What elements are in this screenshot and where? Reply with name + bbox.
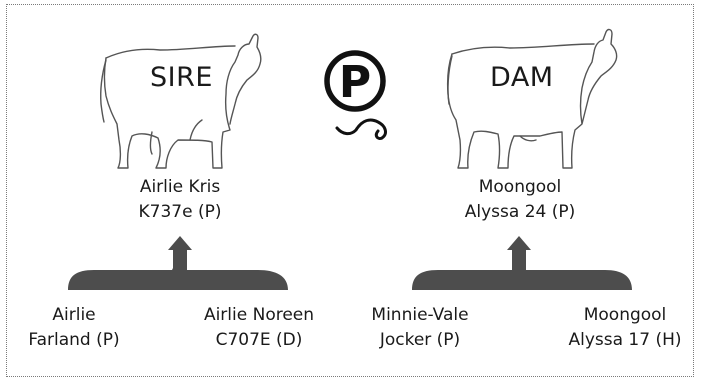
dam-parent-2-line2: Alyssa 17 (H)	[568, 330, 682, 350]
dam-parent-1-line1: Minnie-Vale	[371, 305, 469, 325]
sire-name: Airlie Kris K737e (P)	[100, 175, 260, 225]
dam-parent-2: Moongool Alyssa 17 (H)	[558, 303, 692, 353]
dam-heading: DAM	[490, 62, 554, 93]
sire-bracket-arrow	[68, 236, 288, 290]
dam-bracket-arrow	[412, 236, 632, 290]
sire-parent-2-line2: C707E (D)	[215, 330, 303, 350]
sire-parent-1: Airlie Farland (P)	[14, 303, 134, 353]
cow-outline-icon	[446, 28, 618, 169]
sire-parent-1-line2: Farland (P)	[28, 330, 120, 350]
polled-symbol-icon: P	[324, 50, 387, 140]
sire-heading: SIRE	[150, 62, 213, 93]
sire-parent-2-line1: Airlie Noreen	[203, 305, 315, 325]
sire-name-line1: Airlie Kris	[139, 177, 221, 197]
dam-parent-1-line2: Jocker (P)	[379, 330, 461, 350]
dam-name-line1: Moongool	[478, 177, 562, 197]
svg-text:P: P	[339, 57, 371, 108]
sire-parent-2: Airlie Noreen C707E (D)	[184, 303, 334, 353]
sire-parent-1-line1: Airlie	[52, 305, 96, 325]
sire-name-line2: K737e (P)	[138, 202, 222, 222]
diagram-frame	[6, 4, 694, 377]
dam-name-line2: Alyssa 24 (P)	[464, 202, 576, 222]
dam-name: Moongool Alyssa 24 (P)	[440, 175, 600, 225]
dam-parent-1: Minnie-Vale Jocker (P)	[355, 303, 485, 353]
bull-outline-icon	[100, 33, 262, 169]
dam-parent-2-line1: Moongool	[583, 305, 667, 325]
